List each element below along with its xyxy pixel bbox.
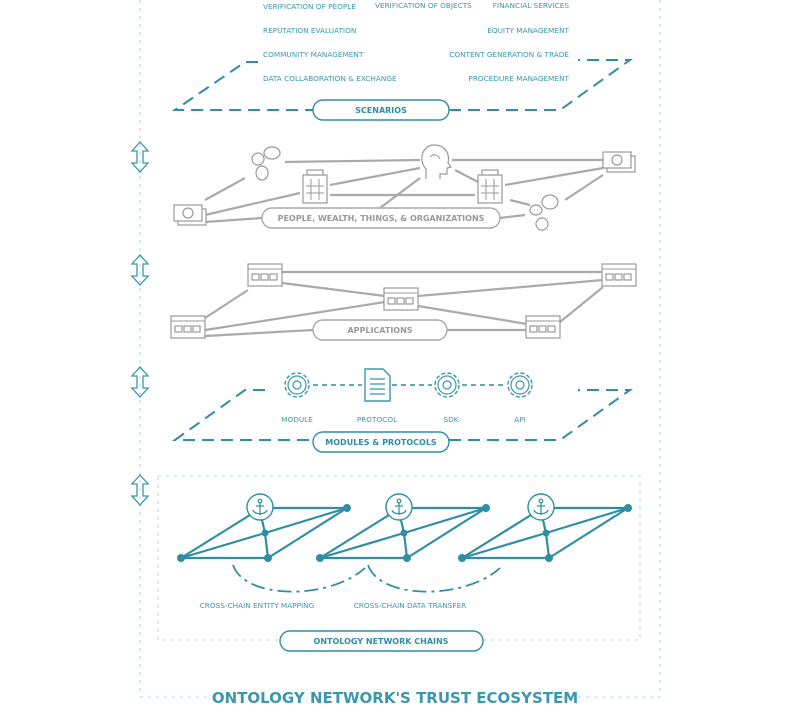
- cross-chain-label: CROSS-CHAIN DATA TRANSFER: [354, 601, 467, 610]
- modules-layer: MODULE PROTOCOL SDK API MODULES & PROTOC…: [171, 368, 634, 453]
- module-item-label: MODULE: [281, 415, 313, 424]
- gear-icon: [434, 372, 460, 398]
- scenario-item: REPUTATION EVALUATION: [263, 26, 356, 35]
- gear-icon: [507, 372, 533, 398]
- modules-label: MODULES & PROTOCOLS: [325, 438, 437, 447]
- person-head-icon: [421, 144, 453, 179]
- coins-icon: [251, 146, 281, 181]
- entities-label: PEOPLE, WEALTH, THINGS, & ORGANIZATIONS: [278, 214, 485, 223]
- app-window-icon: [247, 263, 283, 287]
- module-item-label: SDK: [443, 415, 458, 424]
- chains-label: ONTOLOGY NETWORK CHAINS: [314, 637, 449, 646]
- document-icon: [364, 368, 391, 402]
- entities-pill: [261, 207, 501, 229]
- scenario-item: CONTENT GENERATION & TRADE: [449, 50, 569, 59]
- layer-arrows: [130, 141, 150, 506]
- scenario-item: DATA COLLABORATION & EXCHANGE: [263, 74, 397, 83]
- scenarios-pill: [312, 99, 450, 121]
- scenario-item: VERIFICATION OF OBJECTS: [375, 1, 472, 10]
- app-window-icon: [170, 315, 206, 339]
- building-icon: [302, 169, 328, 204]
- up-down-arrow-icon: [130, 366, 150, 398]
- module-item-label: API: [514, 415, 526, 424]
- scenario-item: FINANCIAL SERVICES: [493, 1, 570, 10]
- applications-pill: [312, 319, 448, 341]
- entities-layer: PEOPLE, WEALTH, THINGS, & ORGANIZATIONS: [173, 144, 636, 231]
- outer-frame: [139, 0, 661, 698]
- up-down-arrow-icon: [130, 474, 150, 506]
- scenario-item: COMMUNITY MANAGEMENT: [263, 50, 364, 59]
- cross-chain-link: [232, 564, 366, 593]
- diagram-title: ONTOLOGY NETWORK'S TRUST ECOSYSTEM: [212, 689, 578, 707]
- scenario-items: VERIFICATION OF PEOPLE REPUTATION EVALUA…: [263, 1, 570, 83]
- scenarios-layer: VERIFICATION OF PEOPLE REPUTATION EVALUA…: [171, 1, 634, 121]
- chain-network: [177, 493, 351, 562]
- scenario-item: VERIFICATION OF PEOPLE: [263, 2, 356, 11]
- scenario-item: PROCEDURE MANAGEMENT: [468, 74, 569, 83]
- chain-network: [314, 492, 492, 564]
- gear-icon: [284, 372, 310, 398]
- app-window-icon: [525, 315, 561, 339]
- coins-icon: [529, 194, 559, 231]
- applications-layer: APPLICATIONS: [170, 263, 637, 341]
- cross-chain-link: [367, 564, 501, 593]
- chains-layer: CROSS-CHAIN ENTITY MAPPING CROSS-CHAIN D…: [157, 475, 641, 652]
- money-icon: [602, 151, 636, 173]
- chains-pill: [279, 630, 484, 652]
- chain-network: [456, 492, 634, 564]
- money-icon: [173, 204, 207, 226]
- app-window-icon: [383, 287, 419, 311]
- up-down-arrow-icon: [130, 254, 150, 286]
- module-item-label: PROTOCOL: [357, 415, 398, 424]
- modules-pill: [312, 431, 450, 453]
- anchor-icon: [246, 493, 274, 521]
- scenario-item: EQUITY MANAGEMENT: [487, 26, 569, 35]
- scenarios-label: SCENARIOS: [355, 106, 407, 115]
- building-icon: [477, 169, 503, 204]
- app-window-icon: [601, 263, 637, 287]
- applications-label: APPLICATIONS: [347, 326, 412, 335]
- cross-chain-label: CROSS-CHAIN ENTITY MAPPING: [200, 601, 315, 610]
- up-down-arrow-icon: [130, 141, 150, 173]
